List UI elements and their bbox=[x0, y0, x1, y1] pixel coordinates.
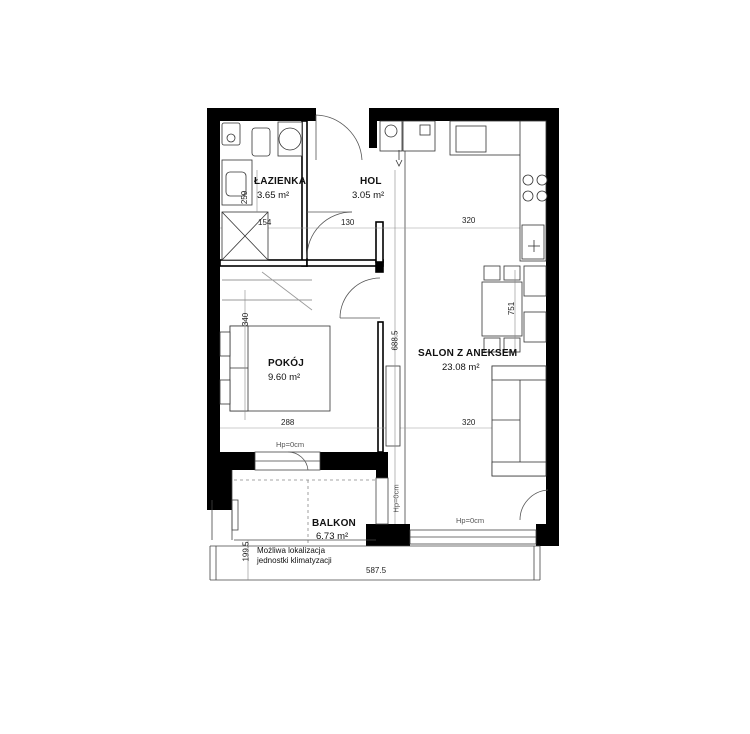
wall-bottom-left bbox=[207, 452, 255, 470]
kitchen bbox=[449, 120, 548, 262]
dim-587-5: 587.5 bbox=[366, 566, 387, 575]
interior-walls bbox=[219, 120, 384, 453]
wall-top-left bbox=[207, 108, 316, 121]
room-name-bathroom: ŁAZIENKA bbox=[254, 176, 307, 187]
wall-top-right bbox=[369, 108, 559, 121]
ac-note-line-1: Możliwa lokalizacja bbox=[257, 546, 326, 555]
room-area-living: 23.08 m² bbox=[442, 362, 480, 373]
dim-688-5: 688.5 bbox=[390, 330, 400, 351]
kitchen-sink bbox=[455, 125, 487, 153]
room-name-balcony: BALKON bbox=[312, 518, 356, 529]
sink bbox=[251, 127, 271, 157]
room-area-hall: 3.05 m² bbox=[352, 190, 385, 201]
ac-note-line-2: jednostki klimatyzacji bbox=[257, 556, 332, 565]
dim-154: 154 bbox=[258, 218, 272, 227]
sofa bbox=[385, 365, 547, 477]
bedroom-furniture bbox=[219, 271, 331, 412]
wall-left bbox=[207, 108, 220, 508]
exterior-walls bbox=[207, 108, 559, 546]
thin-lines bbox=[209, 150, 546, 581]
wall-hall-jamb bbox=[369, 108, 377, 148]
dim-288: 288 bbox=[281, 418, 295, 427]
wall-bottom-mid bbox=[320, 452, 388, 470]
threshold-bedroom: Hp=0cm bbox=[276, 440, 305, 449]
hall-fixtures bbox=[379, 120, 436, 167]
table bbox=[481, 281, 523, 337]
dimension-markers bbox=[244, 170, 516, 580]
threshold-living: Hp=0cm bbox=[456, 516, 485, 525]
cooktop bbox=[522, 174, 548, 202]
wall-corner-right bbox=[536, 524, 559, 546]
dim-130: 130 bbox=[341, 218, 355, 227]
wall-corner-block bbox=[366, 524, 410, 546]
room-area-bedroom: 9.60 m² bbox=[268, 372, 301, 383]
dim-340: 340 bbox=[241, 312, 251, 327]
dim-259: 259 bbox=[240, 190, 250, 205]
room-name-hall: HOL bbox=[360, 176, 382, 187]
room-area-bathroom: 3.65 m² bbox=[257, 190, 290, 201]
threshold-balcony-side: Hp=0cm bbox=[391, 484, 401, 513]
dim-199-5: 199.5 bbox=[241, 541, 251, 562]
room-name-bedroom: POKÓJ bbox=[268, 358, 305, 369]
room-name-living: SALON Z ANEKSEM bbox=[418, 348, 518, 359]
wall-right bbox=[546, 108, 559, 528]
doors bbox=[287, 114, 549, 521]
dim-320-bottom: 320 bbox=[462, 418, 476, 427]
dim-751: 751 bbox=[507, 301, 517, 316]
fridge bbox=[521, 224, 545, 260]
tv-stand bbox=[385, 365, 401, 447]
dining-set bbox=[481, 265, 547, 353]
room-area-balcony: 6.73 m² bbox=[316, 531, 349, 542]
bathroom-fixtures bbox=[221, 121, 303, 261]
wall-left-lower bbox=[207, 470, 232, 510]
dim-320-top: 320 bbox=[462, 216, 476, 225]
